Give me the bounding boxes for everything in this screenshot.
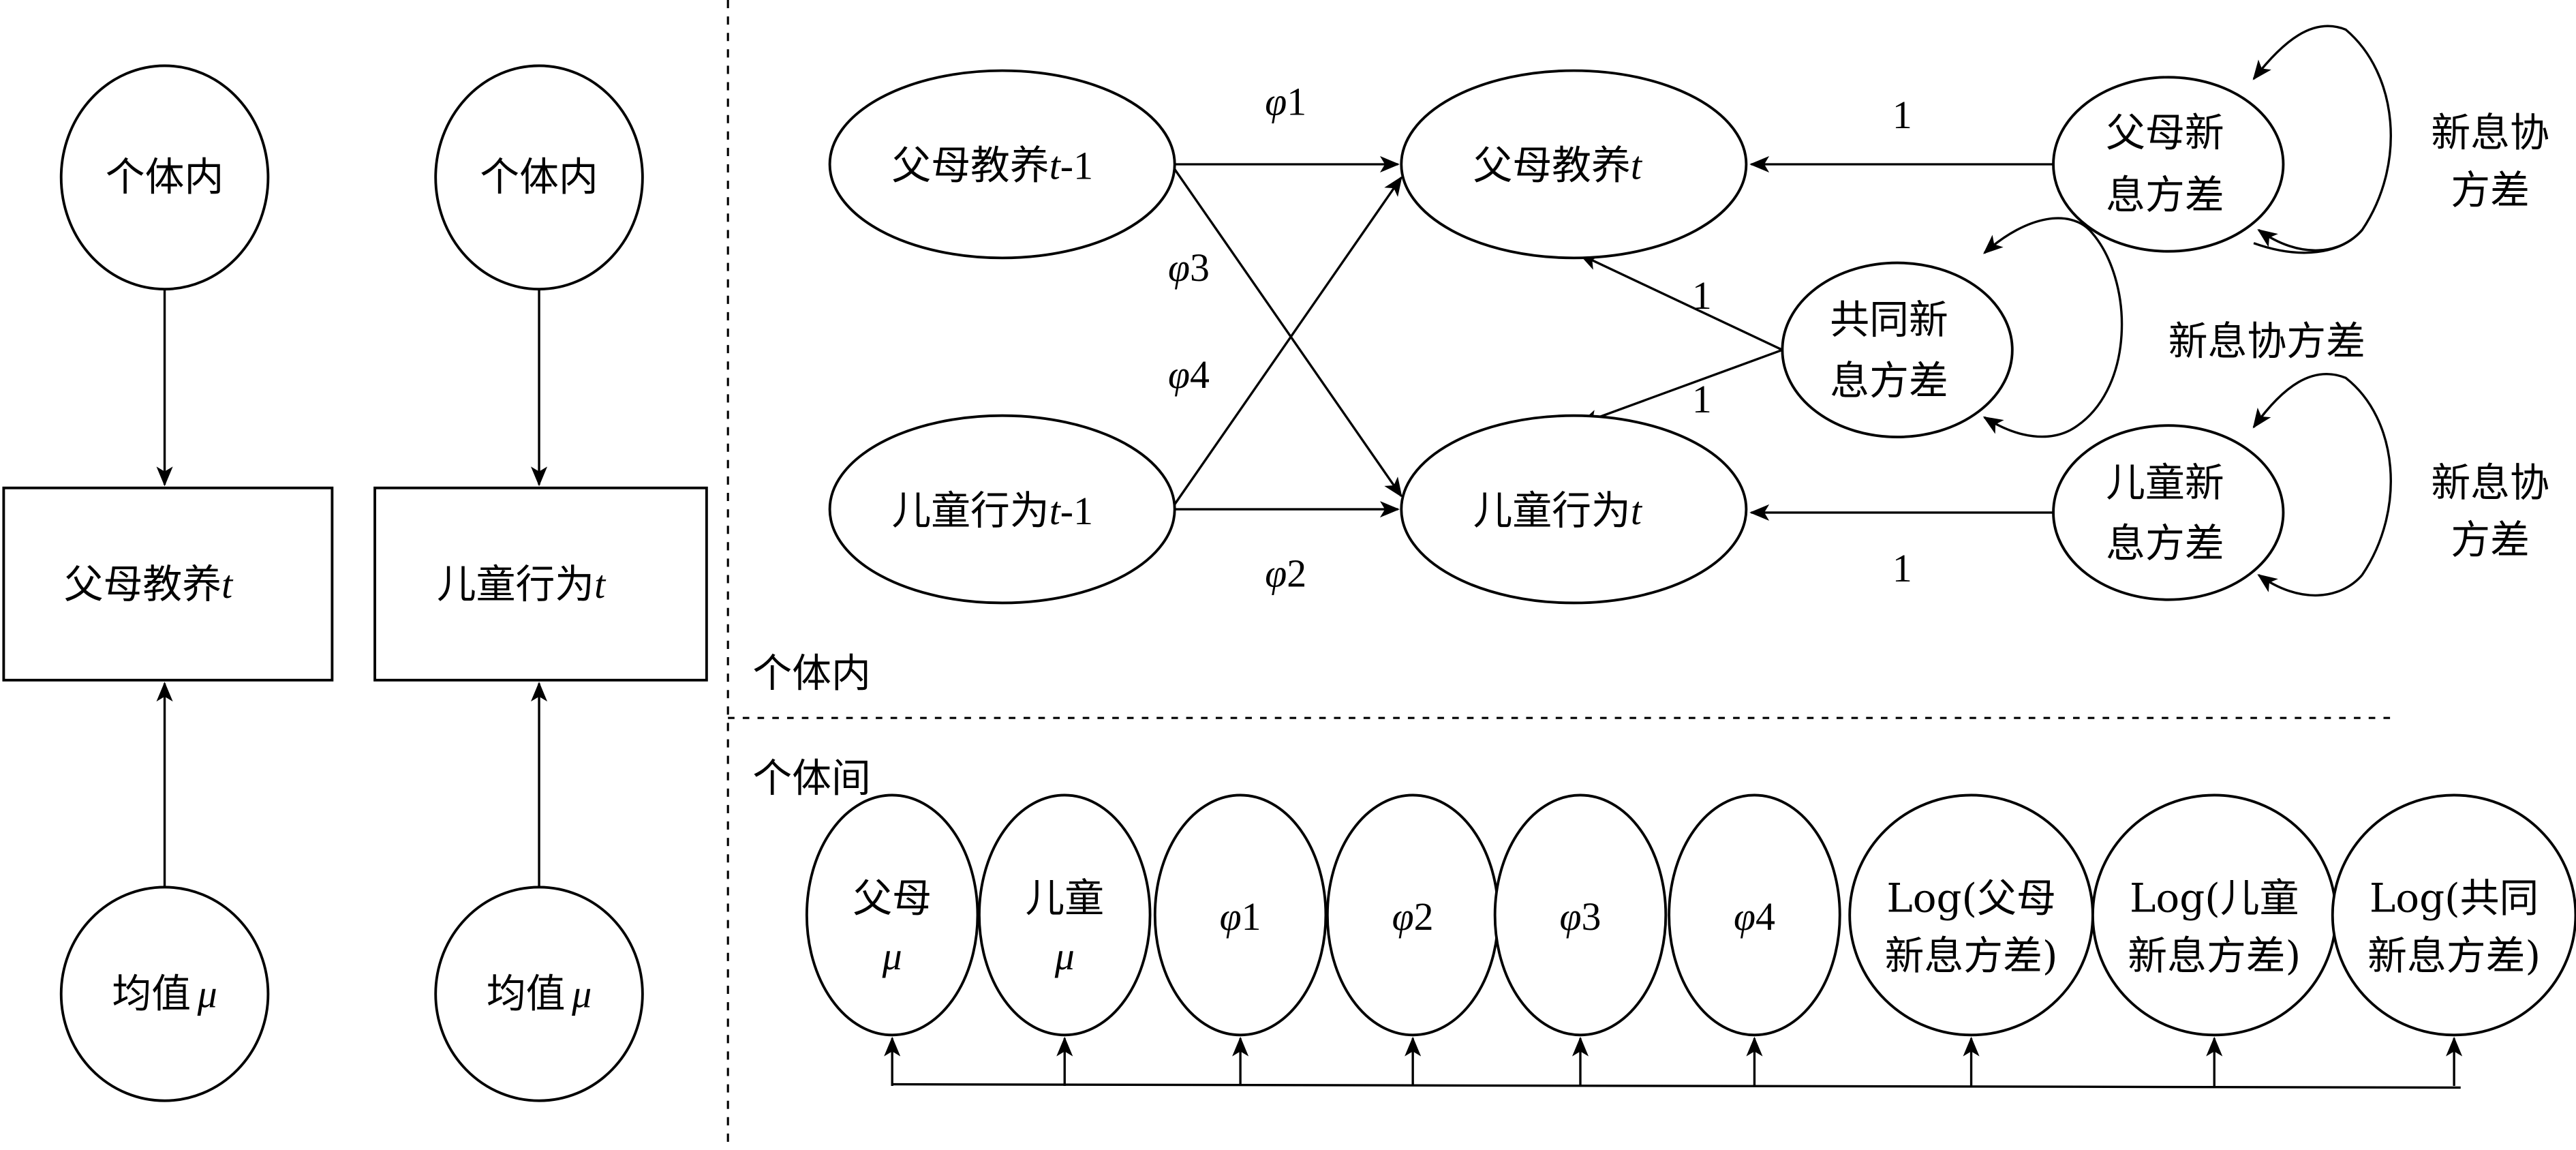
between-node-label: φ3 xyxy=(1560,894,1601,939)
between-node xyxy=(977,793,1152,1037)
covariance-loop-child-bottom xyxy=(2257,574,2363,597)
node-shared-innovation-line2: 息方差 xyxy=(1830,357,1948,404)
between-node-label-line2: μ xyxy=(882,934,902,978)
between-node-label-line1: 儿童 xyxy=(1025,875,1104,922)
observed-box-parent-label: 父母教养t xyxy=(64,561,234,607)
node-parent-prev xyxy=(828,69,1176,260)
node-child-innovation-line1: 儿童新 xyxy=(2106,459,2224,506)
between-node-label-line1: Log(儿童 xyxy=(2130,875,2299,922)
label-loading-parent: 1 xyxy=(1892,93,1912,137)
covariance-label-child-line1: 新息协 xyxy=(2431,459,2549,506)
between-node-label-line1: Log(父母 xyxy=(1886,875,2055,922)
label-phi3: φ3 xyxy=(1168,245,1210,290)
between-node xyxy=(2331,793,2576,1037)
node-parent-innovation-line2: 息方差 xyxy=(2106,172,2224,218)
between-node-label: φ2 xyxy=(1392,894,1434,939)
label-phi1: φ1 xyxy=(1265,80,1306,124)
mean-node-child xyxy=(434,886,644,1102)
observed-box-parent xyxy=(2,486,334,682)
between-node-label-line2: 新息方差) xyxy=(1885,933,2058,979)
node-child-innovation-line2: 息方差 xyxy=(2106,520,2224,566)
covariance-label-parent-line2: 方差 xyxy=(2451,167,2530,213)
label-loading-shared-child: 1 xyxy=(1692,377,1712,421)
covariance-label-parent-line1: 新息协 xyxy=(2431,109,2549,155)
between-node-label: φ4 xyxy=(1734,894,1775,939)
between-node-label-line2: 新息方差) xyxy=(2128,933,2301,979)
covariance-label-shared: 新息协方差 xyxy=(2168,318,2365,365)
label-loading-shared-parent: 1 xyxy=(1692,273,1712,318)
between-node-label-line1: 父母 xyxy=(853,875,932,922)
section-label-between: 个体间 xyxy=(752,755,871,802)
node-shared-innovation xyxy=(1781,261,2014,438)
node-child-prev-label: 儿童行为t-1 xyxy=(891,487,1093,534)
between-node xyxy=(1153,793,1328,1037)
node-parent-now-label: 父母教养t xyxy=(1473,142,1643,189)
within-panel: 父母教养t-1 父母教养t 儿童行为t-1 儿童行为t 父母新 息方差 共同新 … xyxy=(752,25,2549,696)
node-child-now-label: 儿童行为t xyxy=(1473,487,1643,534)
node-parent-innovation xyxy=(2052,76,2285,253)
section-label-within: 个体内 xyxy=(752,650,871,696)
covariance-label-child-line2: 方差 xyxy=(2451,517,2530,563)
between-node xyxy=(1493,793,1668,1037)
label-phi4: φ4 xyxy=(1168,352,1210,397)
loading-shared-child xyxy=(1578,348,1783,425)
between-node xyxy=(1668,793,1841,1037)
covariance-loop-shared-bottom xyxy=(1982,416,2070,438)
between-node-label: φ1 xyxy=(1220,894,1261,939)
loading-shared-parent xyxy=(1578,254,1783,351)
mean-node-parent xyxy=(59,886,270,1102)
between-node-label-line2: 新息方差) xyxy=(2367,933,2541,979)
within-node-parent-label: 个体内 xyxy=(106,154,224,200)
covariance-loop-child xyxy=(2252,372,2392,576)
node-child-prev xyxy=(828,414,1176,605)
path-phi3 xyxy=(1174,168,1402,498)
between-node-label-line1: Log(共同 xyxy=(2370,875,2539,922)
node-parent-prev-label: 父母教养t-1 xyxy=(891,142,1093,189)
covariance-loop-shared xyxy=(1983,217,2123,432)
node-parent-innovation-line1: 父母新 xyxy=(2106,109,2224,155)
between-node-label-line2: μ xyxy=(1054,934,1075,978)
observed-box-child xyxy=(373,486,708,682)
label-loading-child: 1 xyxy=(1892,546,1912,590)
observed-box-child-label: 儿童行为t xyxy=(437,561,607,607)
label-phi2: φ2 xyxy=(1265,551,1306,595)
node-parent-now xyxy=(1400,69,1748,260)
covariance-loop-parent-bottom xyxy=(2257,228,2363,252)
node-child-innovation xyxy=(2052,424,2285,601)
between-baseline xyxy=(892,1083,2461,1089)
within-node-child-label: 个体内 xyxy=(480,154,598,200)
node-child-now xyxy=(1400,414,1748,605)
node-shared-innovation-line1: 共同新 xyxy=(1830,297,1948,343)
path-phi4 xyxy=(1174,176,1402,505)
between-node xyxy=(805,793,979,1037)
